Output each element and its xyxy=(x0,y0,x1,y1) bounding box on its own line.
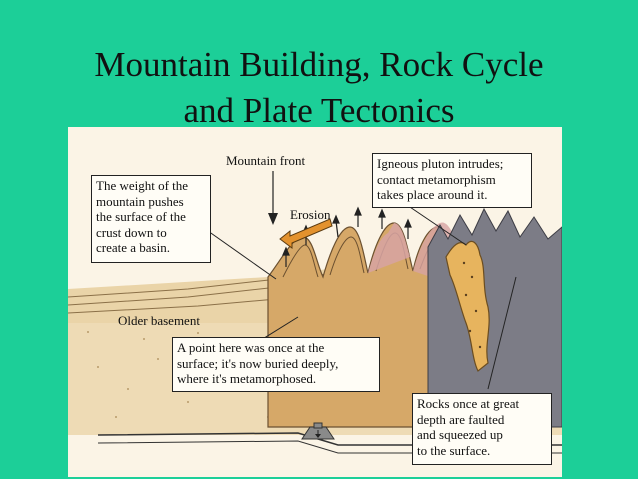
mountain-front-label: Mountain front xyxy=(226,153,306,168)
weight-icon xyxy=(301,422,335,440)
igneous-pluton xyxy=(445,240,490,372)
mountain-building-diagram: Mountain front Erosion Older basement Th… xyxy=(68,127,562,477)
pluton-speckles xyxy=(462,261,482,349)
buried-point-callout: A point here was once at the surface; it… xyxy=(172,337,380,392)
down-arrow-icon xyxy=(268,171,278,225)
title-line-1: Mountain Building, Rock Cycle xyxy=(94,45,544,84)
weight-callout: The weight of the mountain pushes the su… xyxy=(91,175,211,263)
deep-rocks-callout: Rocks once at great depth are faulted an… xyxy=(412,393,552,465)
pink-metamorphic-layer xyxy=(368,223,410,273)
erosion-arrow-icon xyxy=(279,218,333,249)
older-basement-label: Older basement xyxy=(118,313,200,328)
fold-line xyxy=(329,236,365,276)
slide-title: Mountain Building, Rock Cycle and Plate … xyxy=(0,42,638,134)
erosion-label: Erosion xyxy=(290,207,331,222)
title-line-2: and Plate Tectonics xyxy=(183,91,455,130)
pluton-callout: Igneous pluton intrudes; contact metamor… xyxy=(372,153,532,208)
fold-line xyxy=(282,244,319,278)
